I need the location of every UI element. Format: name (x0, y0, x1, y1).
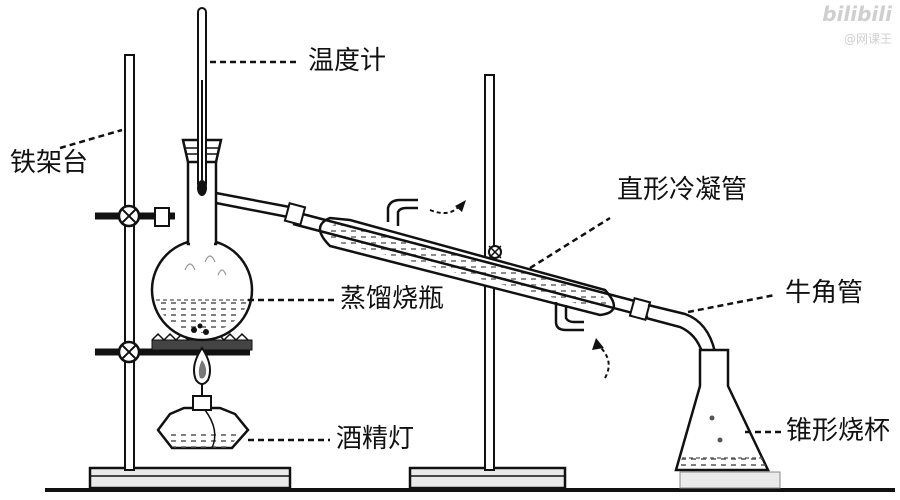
leader-adapter (687, 293, 776, 314)
label-condenser: 直形冷凝管 (617, 175, 748, 205)
leader-iron-stand (59, 128, 123, 150)
distilling-flask (150, 138, 254, 342)
adapter-tube (645, 303, 717, 353)
leader-condenser (529, 216, 611, 270)
alcohol-lamp (156, 346, 250, 450)
iron-stand-left (88, 54, 292, 490)
watermark-sub: @网课王 (843, 32, 892, 46)
flask-side-arm (215, 191, 296, 220)
leader-lines (59, 60, 782, 442)
label-thermometer: 温度计 (308, 46, 387, 76)
watermark-logo: bilibili (822, 2, 892, 26)
label-iron-stand: 铁架台 (10, 148, 89, 178)
conical-flask (674, 348, 781, 489)
label-alcohol-lamp: 酒精灯 (336, 424, 415, 454)
straight-condenser (283, 198, 652, 379)
label-distilling-flask: 蒸馏烧瓶 (340, 284, 445, 314)
label-conical-flask: 锥形烧杯 (786, 416, 891, 446)
label-adapter: 牛角管 (785, 278, 864, 308)
thermometer (197, 7, 207, 196)
